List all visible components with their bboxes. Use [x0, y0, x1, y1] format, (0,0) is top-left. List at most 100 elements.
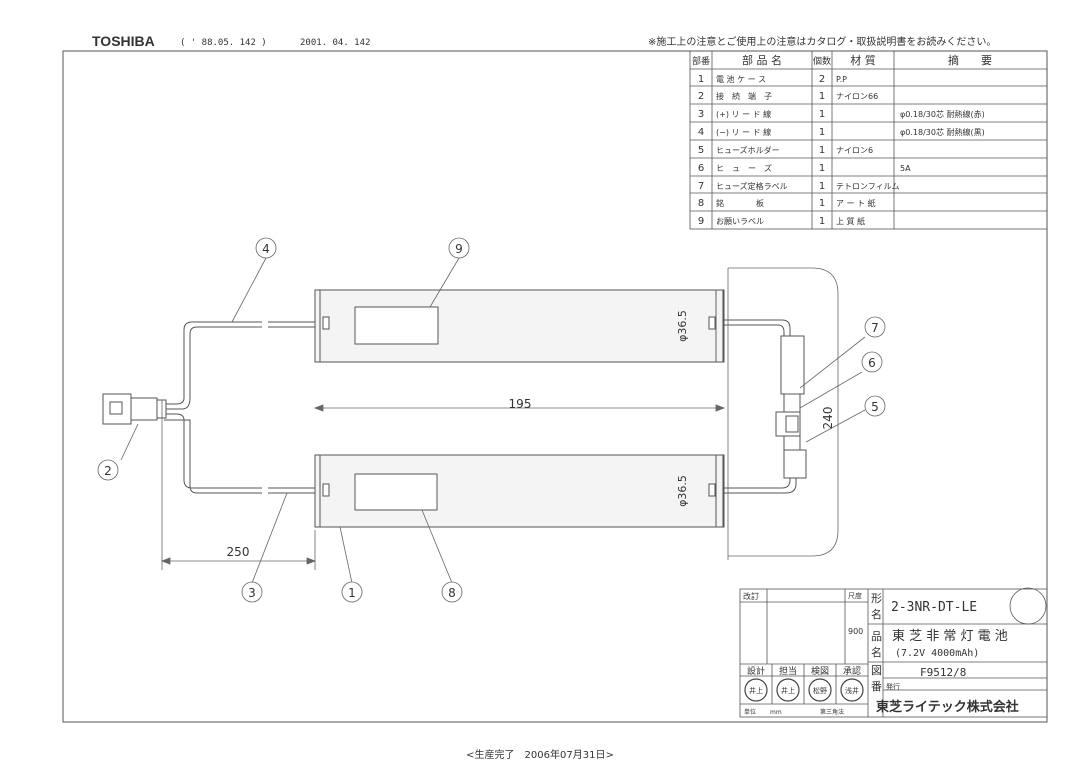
label-model-1: 形	[871, 592, 882, 605]
company-name: 東芝ライテック株式会社	[876, 699, 1019, 715]
parts-cell-r9-c1: 9	[698, 216, 704, 227]
parts-cell-r2-c2: 接 続 端 子	[716, 91, 772, 101]
label-product-2: 名	[871, 645, 882, 659]
lead-wires	[164, 319, 797, 494]
balloon-4-label: 4	[262, 242, 270, 256]
balloon-7	[864, 316, 886, 338]
balloon-5-label: 5	[871, 400, 879, 414]
balloon-5	[864, 395, 886, 417]
balloon-1-label: 1	[348, 586, 356, 600]
seal-design	[744, 678, 768, 702]
battery-cell-bottom	[314, 454, 725, 528]
seal-name-approve: 浅井	[845, 686, 859, 695]
parts-cell-r3-c5: φ0.18/30芯 耐熱線(赤)	[900, 109, 985, 119]
balloon-9	[448, 237, 470, 259]
fuse-holder	[775, 335, 807, 479]
parts-cell-r9-c2: お願いラベル	[716, 217, 764, 226]
parts-cell-r1-c2: 電 池 ケ ー ス	[716, 74, 766, 84]
parts-cell-r9-c3: 1	[819, 216, 825, 227]
drawing-number: F9512/8	[920, 666, 966, 679]
parts-cell-r1-c3: 2	[819, 74, 825, 85]
approval-seals	[744, 678, 864, 702]
parts-cell-r5-c1: 5	[698, 145, 704, 156]
seal-check	[808, 678, 832, 702]
label-drawing-1: 図	[871, 664, 882, 677]
title-block	[739, 587, 1048, 718]
label-model-2: 名	[871, 607, 882, 621]
balloon-6	[861, 351, 883, 373]
dimension-lines	[160, 267, 839, 570]
ref-code: ( ' 88.05. 142 )	[180, 38, 267, 48]
dim-lead-label: 250	[227, 545, 250, 559]
parts-cell-r2-c4: ナイロン66	[836, 92, 878, 101]
header-qty: 個数	[813, 55, 831, 67]
warning-label-top	[354, 306, 439, 345]
product-spec: (7.2V 4000mAh)	[895, 648, 979, 659]
parts-table	[689, 50, 1048, 230]
approval-labels: 設計 担当 検図 承認	[747, 665, 861, 677]
header-material: 材 質	[850, 53, 876, 67]
label-drawing-2: 番	[871, 680, 882, 693]
parts-cell-r7-c3: 1	[819, 181, 825, 192]
parts-cell-r6-c5: 5A	[900, 164, 911, 173]
header-part-name: 部 品 名	[742, 53, 782, 67]
balloon-7-label: 7	[871, 321, 879, 335]
product-name: 東 芝 非 常 灯 電 池	[892, 628, 1008, 644]
label-revision: 改訂	[743, 591, 759, 601]
dim-diameter-top: φ36.5	[676, 310, 689, 342]
balloons	[97, 237, 886, 603]
model-number: 2-3NR-DT-LE	[891, 600, 977, 615]
parts-cell-r4-c5: φ0.18/30芯 耐熱線(黒)	[900, 127, 985, 137]
balloon-labels: 1 2 3 4 5 6 7 8 9	[104, 242, 879, 600]
parts-cell-r3-c2: (+) リ ー ド 線	[716, 109, 771, 119]
parts-cell-r3-c1: 3	[698, 109, 704, 120]
dim-height-label: 240	[821, 407, 835, 430]
unit-value: mm	[770, 709, 782, 716]
leader-lines	[120, 257, 866, 584]
notice-text: ※施工上の注意とご使用上の注意はカタログ・取扱説明書をお読みください。	[648, 35, 996, 48]
parts-cell-r7-c2: ヒューズ定格ラベル	[716, 181, 788, 191]
label-product-1: 品	[871, 630, 882, 643]
title-block-labels: 改訂 尺度 900 形 名 品 名 図 番 発行	[743, 591, 900, 693]
parts-cell-r2-c3: 1	[819, 91, 825, 102]
dim-diameter-bottom: φ36.5	[676, 475, 689, 507]
balloon-6-label: 6	[868, 356, 876, 370]
balloon-1	[341, 581, 363, 603]
approval-check: 検図	[811, 665, 829, 677]
production-end-note: <生産完了 2006年07月31日>	[466, 748, 614, 761]
parts-cell-r2-c1: 2	[698, 91, 704, 102]
seal-charge	[776, 678, 800, 702]
label-unit: 単位	[744, 708, 756, 716]
drawing-frame	[62, 50, 1048, 723]
parts-cell-r6-c2: ヒ ュ ー ズ	[716, 163, 772, 173]
parts-cell-r1-c1: 1	[698, 74, 704, 85]
parts-cell-r4-c2: (−) リ ー ド 線	[716, 127, 771, 137]
parts-cell-r8-c3: 1	[819, 198, 825, 209]
label-issue: 発行	[886, 682, 900, 691]
balloon-9-label: 9	[455, 242, 463, 256]
parts-cell-r6-c1: 6	[698, 163, 704, 174]
parts-cell-r8-c4: ア ー ト 紙	[836, 198, 876, 208]
parts-cell-r4-c3: 1	[819, 127, 825, 138]
approval-design: 設計	[747, 665, 765, 677]
header-part-no: 部番	[692, 55, 710, 67]
battery-cell-top	[314, 289, 725, 363]
connector-terminal	[102, 393, 167, 425]
parts-cell-r7-c4: テトロンフィルム	[836, 182, 899, 191]
parts-cell-r8-c2: 銘 板	[716, 198, 764, 208]
parts-cell-r1-c4: P.P	[836, 75, 847, 84]
date-code: 2001. 04. 142	[300, 38, 370, 48]
balloon-3	[241, 581, 263, 603]
seal-name-check: 松野	[813, 686, 827, 695]
brand-logo: TOSHIBA	[92, 33, 155, 49]
parts-cell-r9-c4: 上 質 紙	[836, 216, 865, 226]
seal-name-charge: 井上	[781, 686, 795, 695]
approval-charge: 担当	[779, 665, 797, 677]
balloon-2	[97, 459, 119, 481]
parts-cell-r5-c4: ナイロン6	[836, 146, 873, 155]
header-remarks: 摘 要	[948, 53, 992, 67]
parts-cell-r5-c2: ヒューズホルダー	[716, 145, 780, 155]
parts-cell-r5-c3: 1	[819, 145, 825, 156]
